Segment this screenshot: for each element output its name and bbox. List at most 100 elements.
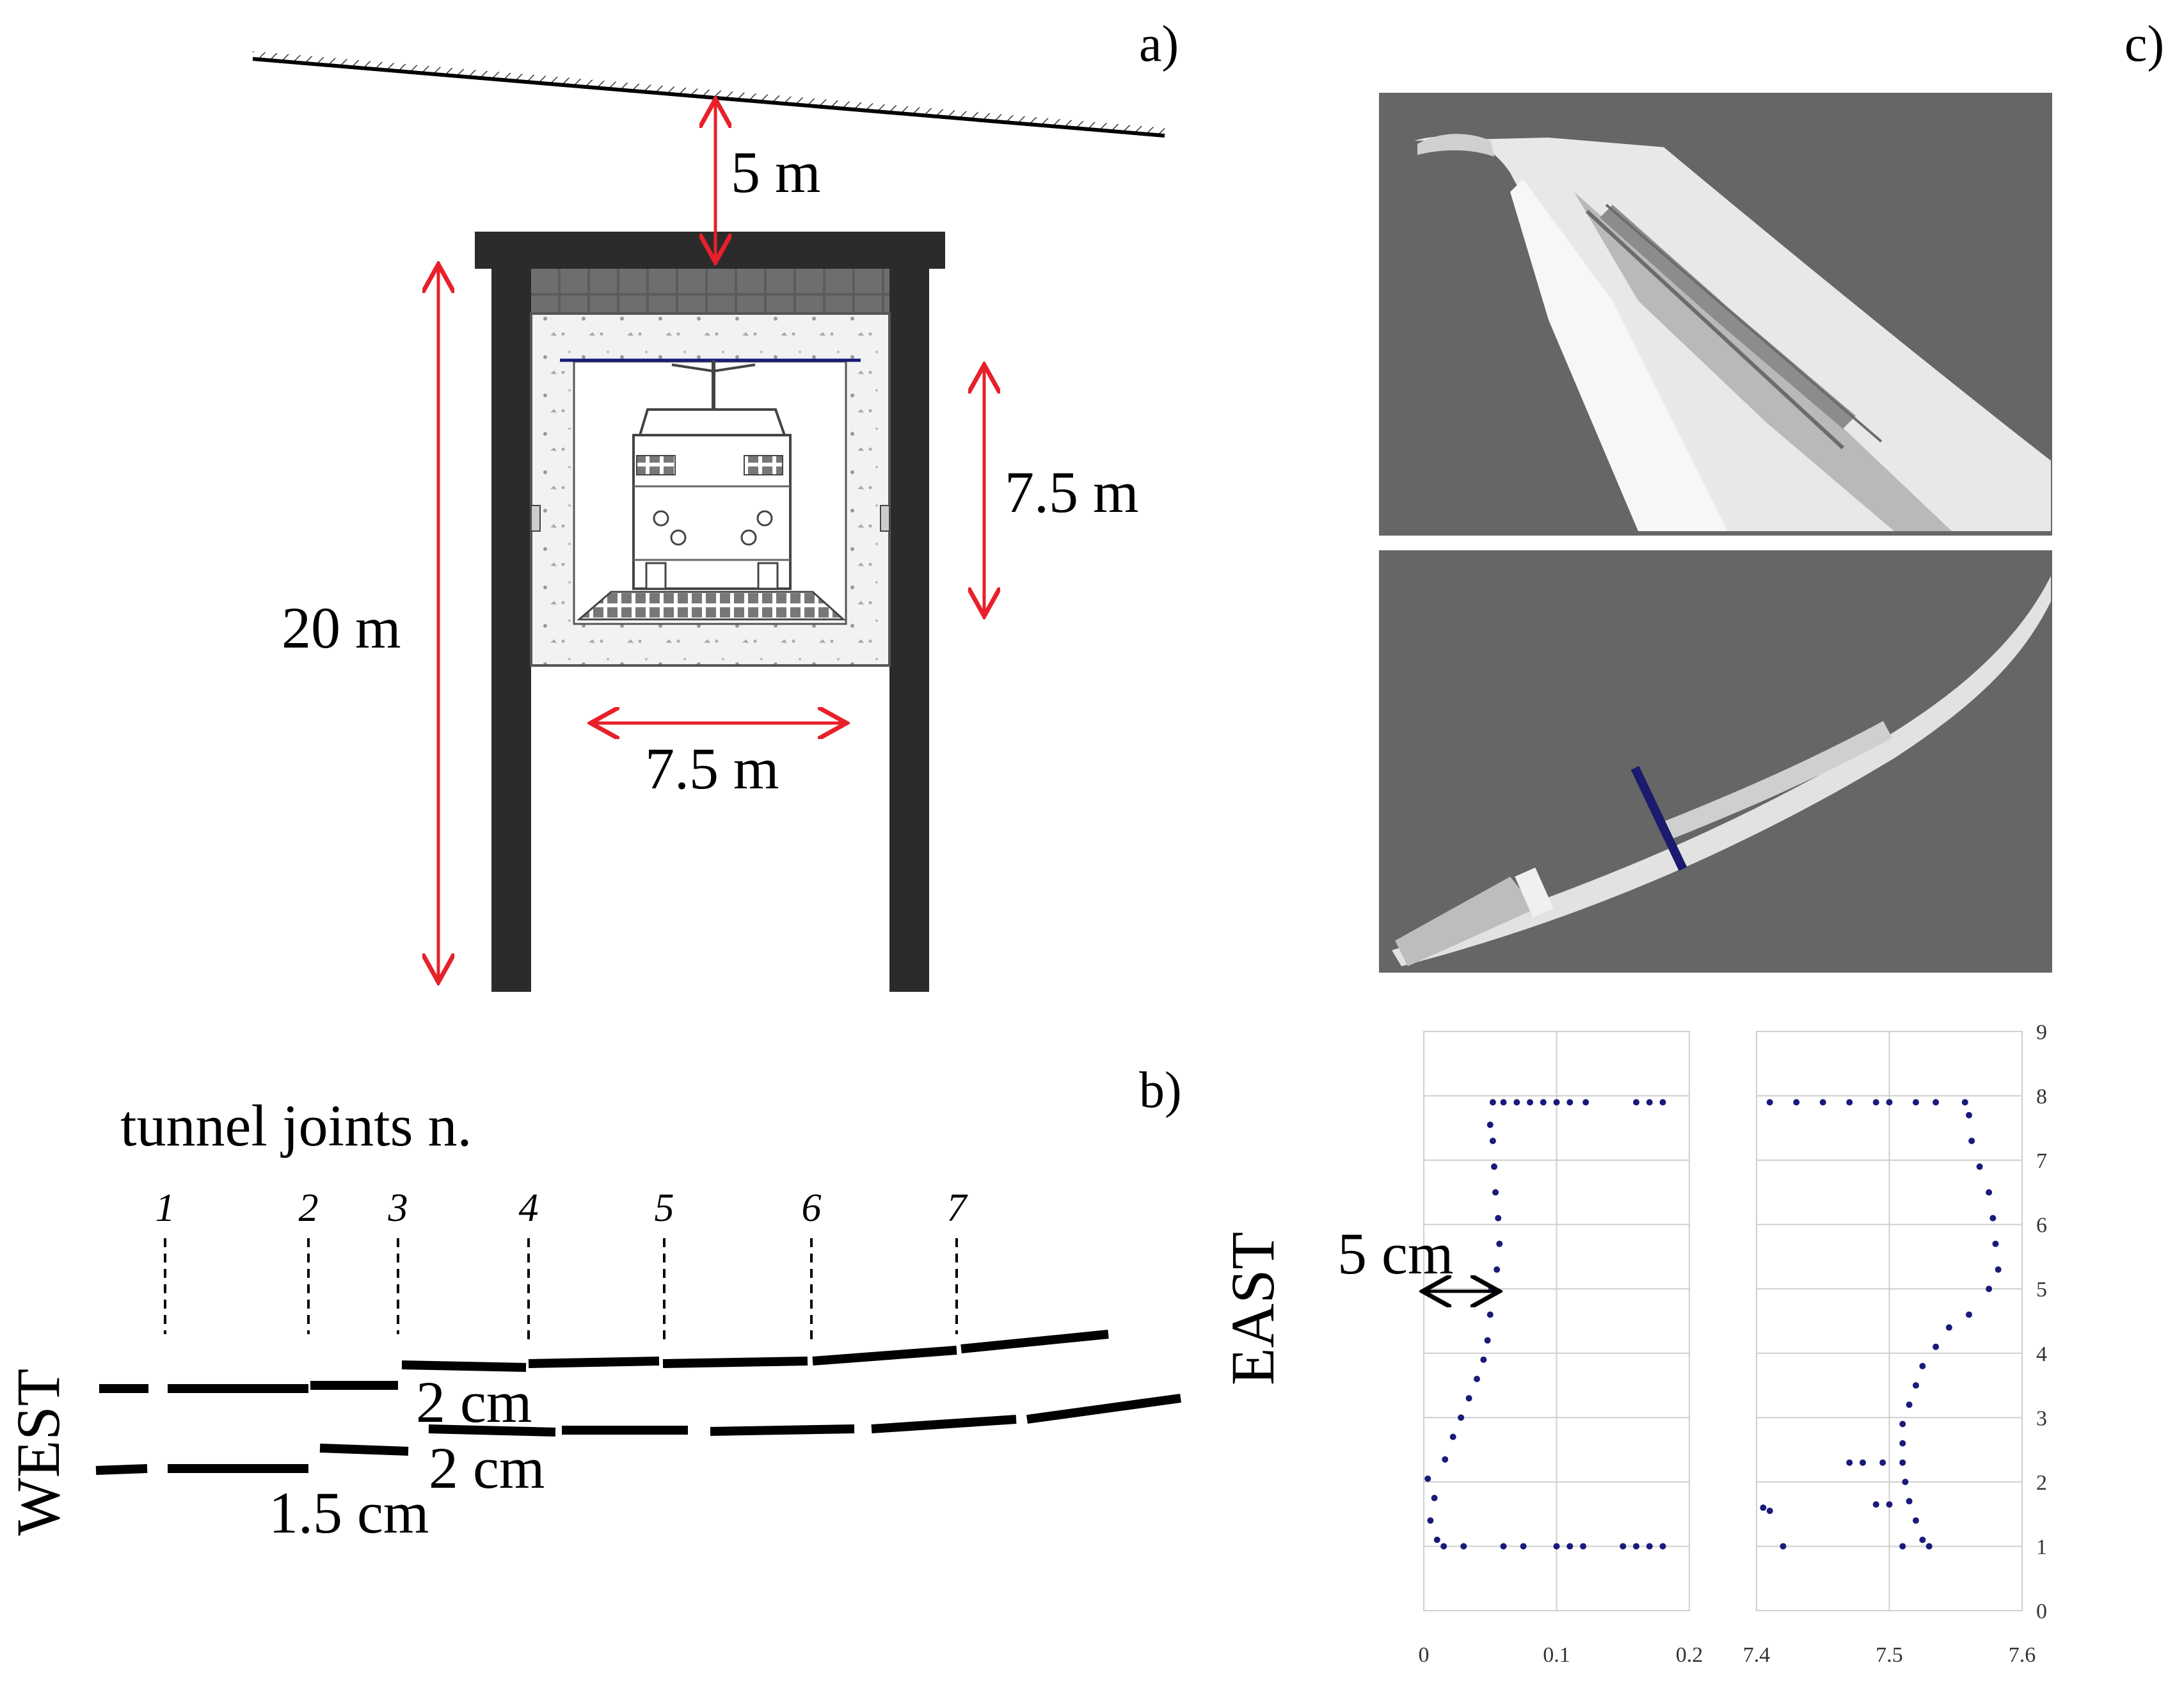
y-tick-label: 3 xyxy=(2036,1406,2047,1430)
data-point xyxy=(1986,1286,1993,1293)
y-tick-label: 0 xyxy=(2036,1600,2047,1623)
data-point xyxy=(1427,1517,1434,1524)
data-point xyxy=(1913,1517,1919,1524)
ground-surface-line xyxy=(252,57,1165,138)
data-point xyxy=(1487,1121,1494,1128)
data-point xyxy=(1992,1240,1999,1247)
joint-number-label: 2 xyxy=(299,1186,319,1230)
panel-a-label: a) xyxy=(1139,16,1179,72)
data-point xyxy=(1566,1543,1574,1550)
data-point xyxy=(1465,1395,1472,1402)
data-point xyxy=(1933,1343,1940,1350)
data-point xyxy=(1899,1440,1906,1447)
data-point xyxy=(1933,1099,1940,1106)
data-point xyxy=(1449,1433,1456,1440)
data-point xyxy=(1780,1543,1787,1550)
joint-number-label: 4 xyxy=(519,1186,539,1230)
data-point xyxy=(1494,1266,1501,1273)
y-tick-label: 9 xyxy=(2036,1021,2047,1044)
data-point xyxy=(1966,1311,1972,1318)
x-tick-label: 0.1 xyxy=(1543,1643,1570,1667)
data-point xyxy=(1902,1478,1909,1485)
data-point xyxy=(1846,1099,1853,1106)
x-tick-label: 0.2 xyxy=(1676,1643,1703,1667)
data-point xyxy=(1500,1099,1507,1106)
x-tick-label: 7.5 xyxy=(1876,1643,1903,1667)
data-point xyxy=(1440,1543,1447,1550)
data-point xyxy=(1480,1356,1487,1363)
data-point xyxy=(1633,1099,1639,1106)
data-point xyxy=(1976,1163,1983,1170)
tunnel-width-label: 7.5 m xyxy=(645,736,779,801)
data-point xyxy=(1886,1501,1893,1508)
data-point xyxy=(1760,1504,1767,1511)
offset-annotation: 5 cm xyxy=(1337,1221,1453,1286)
upper-segment xyxy=(528,1357,660,1368)
scan-plan-view xyxy=(1379,550,2052,973)
data-point xyxy=(1872,1501,1879,1508)
lower-left-offset-label: 1.5 cm xyxy=(269,1480,429,1545)
y-tick-label: 1 xyxy=(2036,1535,2047,1559)
upper-segment xyxy=(401,1360,527,1372)
track-bed xyxy=(576,591,846,621)
data-point xyxy=(1646,1543,1653,1550)
lower-segment xyxy=(319,1444,409,1456)
data-point xyxy=(1540,1099,1547,1106)
data-point xyxy=(1620,1543,1627,1550)
data-point xyxy=(1520,1543,1527,1550)
data-point xyxy=(1490,1163,1497,1170)
upper-profile xyxy=(99,1330,1109,1393)
roof-tiles xyxy=(531,269,889,314)
upper-segment xyxy=(960,1330,1109,1353)
cover-dimension-label: 5 m xyxy=(731,139,821,205)
data-point xyxy=(1899,1543,1906,1550)
joint-number-label: 7 xyxy=(947,1186,969,1230)
data-point xyxy=(1553,1543,1560,1550)
data-point xyxy=(1925,1543,1933,1550)
upper-segment xyxy=(662,1357,808,1368)
data-point xyxy=(1793,1099,1800,1106)
data-point xyxy=(1582,1099,1590,1106)
data-point xyxy=(1442,1456,1449,1463)
data-point xyxy=(1458,1414,1465,1421)
total-height-label: 20 m xyxy=(282,595,401,660)
y-tick-label: 5 xyxy=(2036,1278,2047,1302)
data-point xyxy=(1766,1099,1773,1106)
lower-profile xyxy=(95,1394,1181,1475)
data-point xyxy=(1433,1536,1440,1543)
data-point xyxy=(1431,1495,1438,1502)
data-point xyxy=(1872,1099,1879,1106)
data-point xyxy=(1886,1099,1893,1106)
y-tick-label: 6 xyxy=(2036,1214,2047,1238)
data-point xyxy=(1860,1459,1866,1466)
panel-b-title: tunnel joints n. xyxy=(120,1093,472,1158)
data-point xyxy=(1460,1543,1467,1550)
y-tick-label: 7 xyxy=(2036,1149,2047,1173)
tunnel-height-label: 7.5 m xyxy=(1005,459,1139,525)
data-point xyxy=(1489,1137,1496,1144)
x-tick-label: 7.6 xyxy=(2009,1643,2036,1667)
data-point xyxy=(1527,1099,1533,1106)
data-point xyxy=(1989,1215,1997,1222)
data-point xyxy=(1961,1099,1968,1106)
data-point xyxy=(1566,1099,1574,1106)
scan-perspective-view xyxy=(1379,93,2052,536)
data-point xyxy=(1646,1099,1653,1106)
panel-b-label: b) xyxy=(1139,1062,1182,1119)
joint-number-label: 3 xyxy=(388,1186,408,1230)
data-point xyxy=(1633,1543,1639,1550)
data-point xyxy=(1513,1099,1520,1106)
data-point xyxy=(1995,1266,2002,1273)
joint-number-label: 1 xyxy=(155,1186,175,1230)
joint-number-label: 5 xyxy=(655,1186,674,1230)
lower-segment xyxy=(1026,1394,1181,1424)
panel-c-label: c) xyxy=(2124,16,2164,72)
data-point xyxy=(1495,1215,1502,1222)
panel-a-cross-section: a) xyxy=(252,16,1179,992)
data-point xyxy=(1986,1189,1993,1196)
right-diaphragm-wall xyxy=(889,269,929,992)
